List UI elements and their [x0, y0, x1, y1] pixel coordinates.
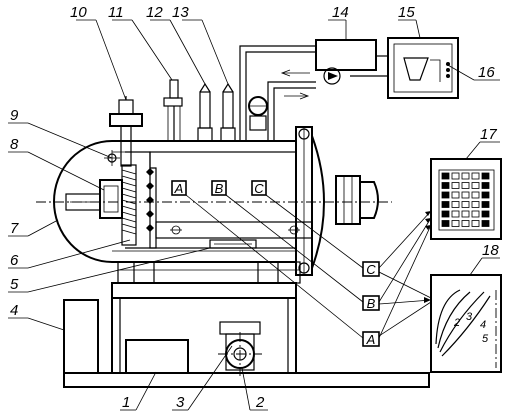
zone-box-c-outer: C: [362, 261, 380, 277]
panel-indicator: [451, 201, 460, 208]
panel-indicator: [461, 201, 470, 208]
panel-indicator: [481, 210, 490, 218]
panel-indicator: [441, 172, 450, 180]
panel-indicator: [461, 172, 470, 180]
panel-indicator: [471, 210, 480, 218]
zone-box-a-inner: A: [171, 180, 187, 196]
panel-indicator: [481, 201, 490, 208]
svg-text:A: A: [174, 181, 184, 196]
panel-indicator: [441, 210, 450, 218]
panel-indicator: [461, 191, 470, 199]
panel-indicator: [441, 191, 450, 199]
top-probe-10: [109, 96, 143, 167]
svg-text:C: C: [366, 262, 376, 277]
drive-unit: [218, 321, 262, 376]
svg-text:4: 4: [480, 319, 486, 331]
callout-10: 10: [70, 4, 87, 21]
leader-lines: [8, 19, 500, 411]
panel-indicator: [481, 182, 490, 189]
callout-9: 9: [10, 107, 19, 124]
fan-motor: [335, 175, 379, 225]
panel-indicator: [471, 201, 480, 208]
panel-indicator: [451, 172, 460, 180]
callout-8: 8: [10, 136, 19, 153]
svg-text:5: 5: [482, 333, 489, 345]
callout-5: 5: [10, 276, 19, 293]
panel-indicator: [461, 182, 470, 189]
zone-box-b-outer: B: [362, 295, 380, 311]
callout-15: 15: [398, 4, 415, 21]
callout-3: 3: [176, 394, 185, 411]
panel-indicator: [471, 191, 480, 199]
panel-connectors: [378, 210, 432, 339]
panel-indicator: [471, 220, 480, 227]
callout-4: 4: [10, 302, 18, 319]
panel-indicator: [441, 201, 450, 208]
base-frame: [63, 261, 430, 388]
panel-indicator: [481, 191, 490, 199]
quench-tank: [387, 37, 459, 99]
screw-shaft: [121, 164, 154, 246]
control-panel-17: [430, 158, 502, 240]
callout-14: 14: [332, 4, 349, 21]
zone-box-a-outer: A: [362, 331, 380, 347]
curve-panel-18: 2 3 4 5: [430, 274, 502, 373]
gas-piping: [239, 45, 316, 141]
callout-12: 12: [146, 4, 163, 21]
zone-box-b-inner: B: [211, 180, 227, 196]
flange-bolts: [298, 128, 310, 274]
sensors-top: [163, 79, 236, 142]
panel-indicator: [461, 210, 470, 218]
door-fan-assembly: [65, 179, 123, 219]
panel-indicator: [481, 220, 490, 227]
callout-numbers: 10 11 12 13 14 15 16 17 18 9 8 7 6 5 4 1…: [10, 4, 499, 411]
panel-indicator: [451, 182, 460, 189]
control-cabinet: [63, 299, 99, 374]
callout-2: 2: [255, 394, 265, 411]
callout-6: 6: [10, 252, 19, 269]
panel-indicator: [471, 172, 480, 180]
svg-text:B: B: [367, 296, 376, 311]
svg-text:B: B: [215, 181, 224, 196]
svg-text:C: C: [254, 181, 264, 196]
callout-16: 16: [478, 64, 495, 81]
callout-7: 7: [10, 220, 19, 237]
panel-indicator: [481, 172, 490, 180]
callout-1: 1: [122, 394, 130, 411]
callout-18: 18: [482, 242, 499, 259]
zone-box-c-inner: C: [251, 180, 267, 196]
callout-11: 11: [108, 4, 124, 21]
gas-unit: [315, 39, 388, 85]
panel-indicator: [441, 220, 450, 227]
panel-indicator: [471, 182, 480, 189]
panel-indicator: [461, 220, 470, 227]
callout-17: 17: [480, 126, 497, 143]
callout-13: 13: [172, 4, 189, 21]
panel-indicator: [451, 210, 460, 218]
svg-text:A: A: [366, 332, 376, 347]
panel-indicator: [451, 220, 460, 227]
panel-indicator: [451, 191, 460, 199]
zone-connectors: [185, 194, 364, 339]
panel-indicator: [441, 182, 450, 189]
svg-text:3: 3: [466, 311, 473, 323]
svg-text:2: 2: [453, 317, 460, 329]
